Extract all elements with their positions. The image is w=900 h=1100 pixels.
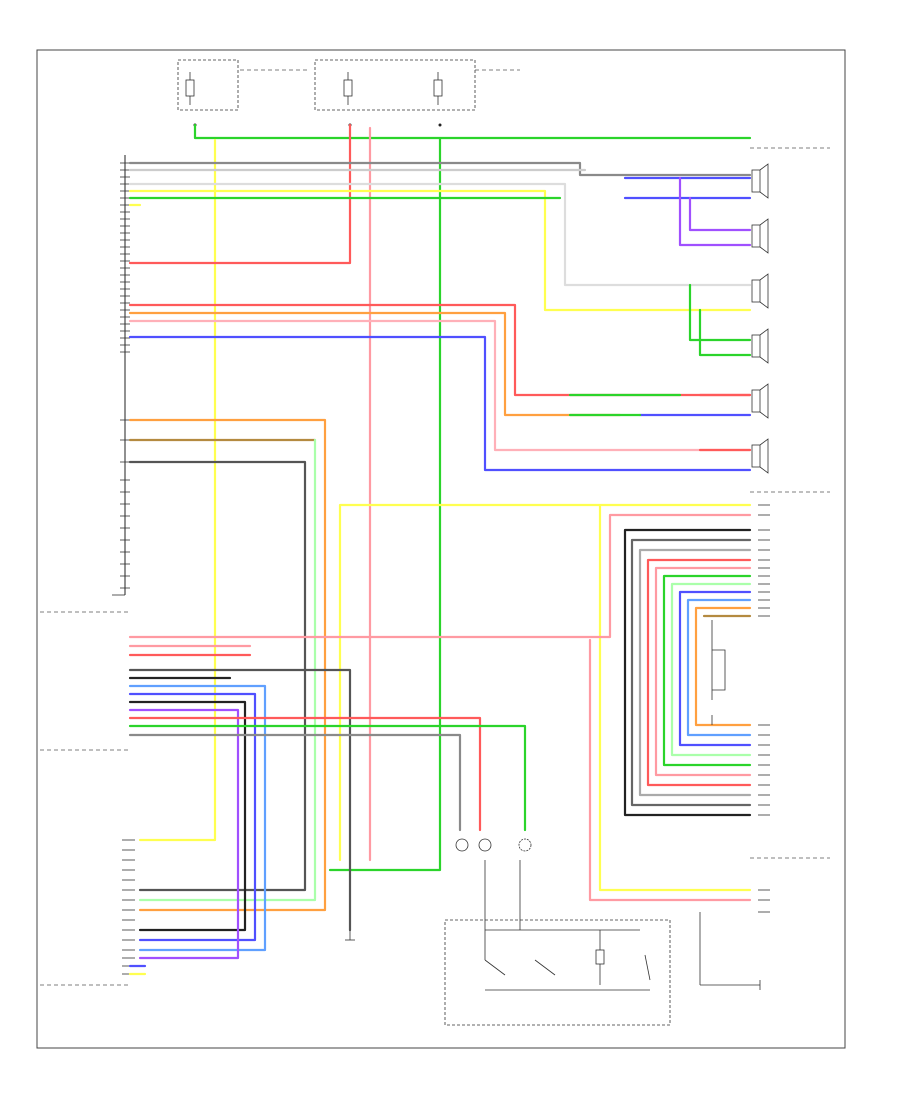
wire-pink-2 xyxy=(128,319,752,452)
sensor-circles xyxy=(455,838,532,852)
wire-orange-1 xyxy=(128,311,622,417)
right-connector-terminals xyxy=(758,504,770,913)
wire-yellow-right xyxy=(338,503,752,892)
wire-lightblue-b1 xyxy=(128,684,267,952)
internal-jumper xyxy=(711,620,726,725)
fuse-block-right xyxy=(314,59,520,111)
wire-green-b2 xyxy=(128,724,527,832)
wire-orange-2 xyxy=(128,418,327,912)
audio-unit xyxy=(40,155,130,613)
wire-red-3 xyxy=(698,393,752,452)
wire-green-b xyxy=(688,283,752,357)
wire-white-2 xyxy=(128,182,752,287)
top-connector-nodes xyxy=(193,123,442,127)
lower-connector-pins xyxy=(122,839,135,975)
wire-gray-b2 xyxy=(128,733,462,832)
wire-black-b2 xyxy=(128,700,247,932)
wire-violet-b1 xyxy=(128,708,240,960)
wire-green-3 xyxy=(568,393,682,417)
wire-green-4 xyxy=(138,438,317,902)
wire-blue-b1 xyxy=(128,692,257,942)
wire-gray-2 xyxy=(128,460,307,892)
wire-red-b2 xyxy=(128,716,482,832)
fuse-block-left xyxy=(177,59,310,111)
wire-green-main xyxy=(193,123,752,872)
wire-gray-b1 xyxy=(128,668,352,932)
speaker-group xyxy=(751,163,769,474)
wire-yellow-1 xyxy=(128,189,752,312)
diagram-frame xyxy=(36,49,846,1049)
wire-red-top xyxy=(128,123,352,265)
wire-blue-2 xyxy=(128,335,752,472)
right-connector-bundle xyxy=(623,528,752,817)
wire-pink-right xyxy=(128,513,752,902)
ground-symbols xyxy=(345,912,761,990)
wire-blue-a xyxy=(623,176,752,200)
wire-violet-a xyxy=(678,176,752,247)
switch-panel xyxy=(444,860,671,1026)
